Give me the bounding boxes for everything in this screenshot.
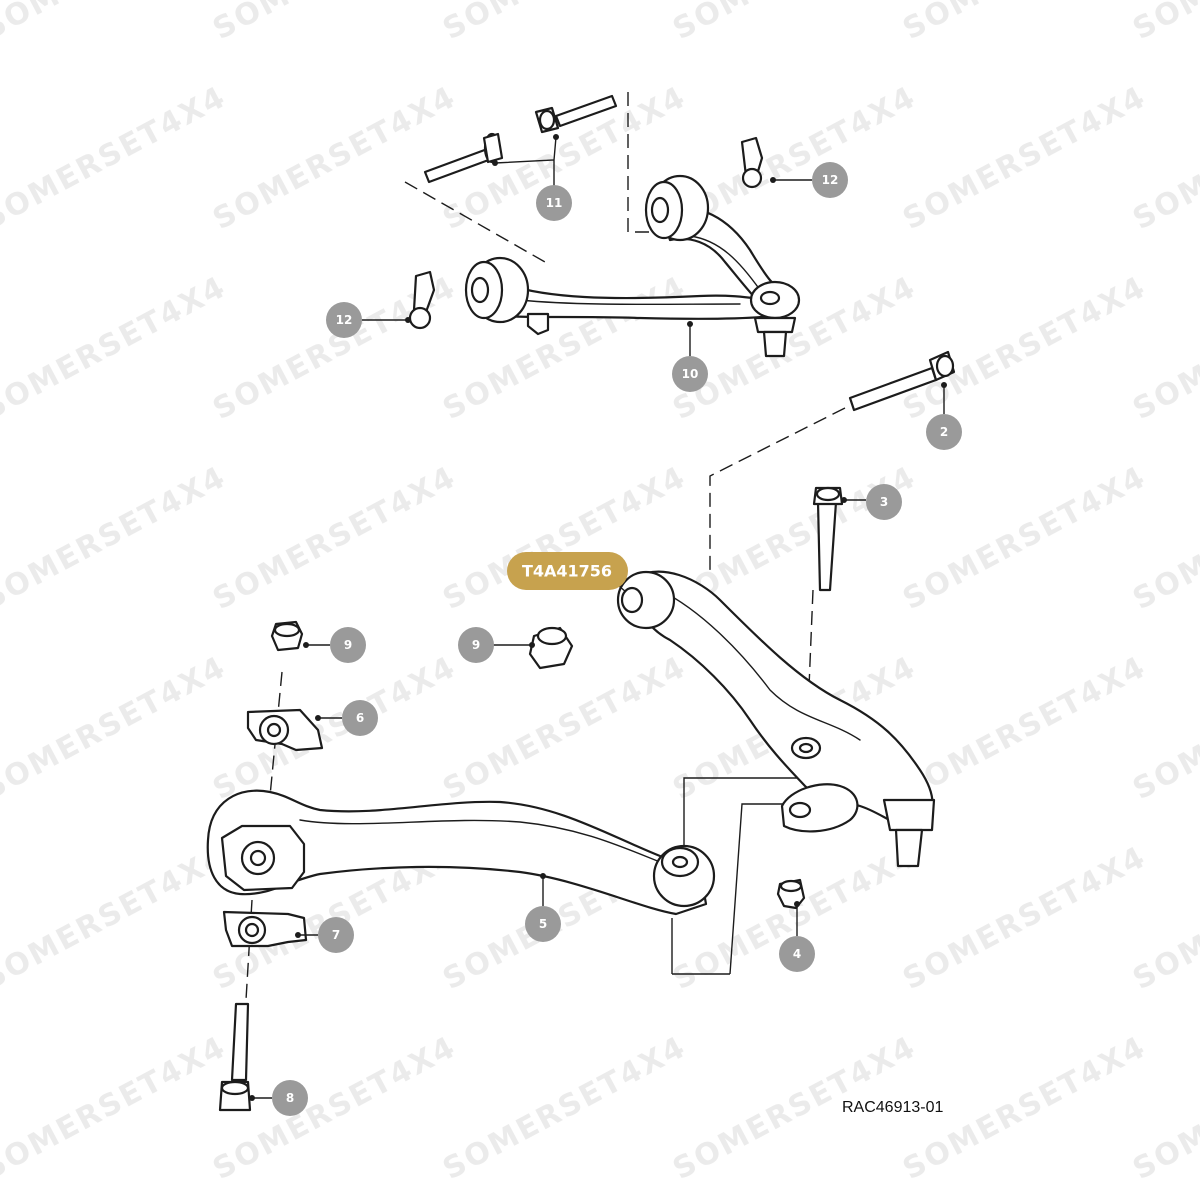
callout-c8: 8 xyxy=(272,1080,308,1116)
watermark-text: SOMERSET4X4 xyxy=(667,0,922,47)
rear-lower-control-arm xyxy=(206,789,716,916)
flange-nut-lower xyxy=(776,878,806,910)
long-bolt xyxy=(848,350,956,412)
callout-number: 8 xyxy=(286,1091,294,1105)
watermark-text: SOMERSET4X4 xyxy=(897,459,1152,617)
vertical-bolt xyxy=(812,486,844,592)
callout-bubble xyxy=(525,906,561,942)
part-number-tag: T4A41756 xyxy=(507,552,628,590)
lower-assembly-dash-line-b xyxy=(805,589,814,761)
watermark-text: SOMERSET4X4 xyxy=(437,1029,692,1187)
callout-number: 5 xyxy=(539,917,547,931)
flange-nut-right xyxy=(528,626,574,670)
callout-number: 10 xyxy=(682,367,699,381)
callout-number: 9 xyxy=(472,638,480,652)
cam-washer-front xyxy=(408,270,436,330)
watermark-text: SOMERSET4X4 xyxy=(207,649,462,807)
watermark-text: SOMERSET4X4 xyxy=(207,79,462,237)
callout-number: 3 xyxy=(880,495,888,509)
callout-c12a: 12 xyxy=(812,162,848,198)
part-number-label: T4A41756 xyxy=(522,562,612,581)
callout-bubble xyxy=(318,917,354,953)
forward-lower-control-arm xyxy=(616,570,936,868)
watermark-text: SOMERSET4X4 xyxy=(437,0,692,47)
callout-bubble xyxy=(272,1080,308,1116)
callout-c11: 11 xyxy=(536,185,572,221)
callout-number: 12 xyxy=(336,313,353,327)
callout-c5: 5 xyxy=(525,906,561,942)
watermark-text: SOMERSET4X4 xyxy=(437,649,692,807)
watermark-text: SOMERSET4X4 xyxy=(0,1029,232,1187)
watermark-text: SOMERSET4X4 xyxy=(897,79,1152,237)
watermark-text: SOMERSET4X4 xyxy=(897,0,1152,47)
callout-bubble xyxy=(326,302,362,338)
callout-number: 11 xyxy=(546,196,563,210)
callout-c4: 4 xyxy=(779,936,815,972)
ball-joint-bracket xyxy=(780,783,859,833)
watermark-text: SOMERSET4X4 xyxy=(0,649,232,807)
callout-bubble xyxy=(672,356,708,392)
callout-c12b: 12 xyxy=(326,302,362,338)
callout-number: 6 xyxy=(356,711,364,725)
callout-bubbles: 11 12 12 10 2 3 9 9 6 7 5 4 8 xyxy=(272,162,962,1116)
upper-arm-bolt-rear xyxy=(534,94,618,134)
flange-nut-left xyxy=(270,620,304,652)
bush-bracket-lower xyxy=(222,910,308,948)
callout-c6: 6 xyxy=(342,700,378,736)
watermark-text: SOMERSET4X4 xyxy=(0,79,232,237)
upper-arm-bolt-front xyxy=(423,132,504,184)
callout-c9b: 9 xyxy=(330,627,366,663)
watermark-text: SOMERSET4X4 xyxy=(0,459,232,617)
lower-assembly-dash-line-d xyxy=(245,671,283,1001)
callout-c2: 2 xyxy=(926,414,962,450)
callout-number: 12 xyxy=(822,173,839,187)
callout-bubble xyxy=(812,162,848,198)
watermark-text: SOMERSET4X4 xyxy=(207,0,462,47)
callout-number: 4 xyxy=(793,947,801,961)
watermark-text: SOMERSET4X4 xyxy=(897,269,1152,427)
lower-control-arm-assembly xyxy=(206,350,956,1112)
upper-control-arm xyxy=(464,174,801,358)
callout-number: 7 xyxy=(332,928,340,942)
callout-bubble xyxy=(330,627,366,663)
callout-c3: 3 xyxy=(866,484,902,520)
watermark-text: SOMERSET4X4 xyxy=(0,269,232,427)
watermark-text: SOMERSET4X4 xyxy=(897,649,1152,807)
callout-bubble xyxy=(536,185,572,221)
callout-bubble xyxy=(866,484,902,520)
callout-leaders xyxy=(249,134,947,1101)
callout-bubble xyxy=(926,414,962,450)
watermark-text: SOMERSET4X4 xyxy=(897,839,1152,997)
callout-bubble xyxy=(458,627,494,663)
callout-c7: 7 xyxy=(318,917,354,953)
lower-long-bolt xyxy=(218,1002,252,1112)
watermark-text: SOMERSET4X4 xyxy=(207,459,462,617)
cam-washer-rear xyxy=(740,136,764,189)
callout-c9a: 9 xyxy=(458,627,494,663)
callout-number: 2 xyxy=(940,425,948,439)
callout-number: 9 xyxy=(344,638,352,652)
lower-assembly-guide-c xyxy=(671,777,804,975)
callout-bubble xyxy=(779,936,815,972)
lower-assembly-dash-line-a xyxy=(709,407,846,572)
watermark-text: SOMERSET4X4 xyxy=(0,839,232,997)
callout-c10: 10 xyxy=(672,356,708,392)
callout-bubble xyxy=(342,700,378,736)
watermark-text: SOMERSET4X4 xyxy=(1127,0,1200,47)
upper-assembly-dash-line xyxy=(404,92,660,263)
watermark-text: SOMERSET4X4 xyxy=(0,0,232,47)
bush-bracket-upper xyxy=(246,708,324,752)
diagram-reference-number: RAC46913-01 xyxy=(842,1099,944,1116)
